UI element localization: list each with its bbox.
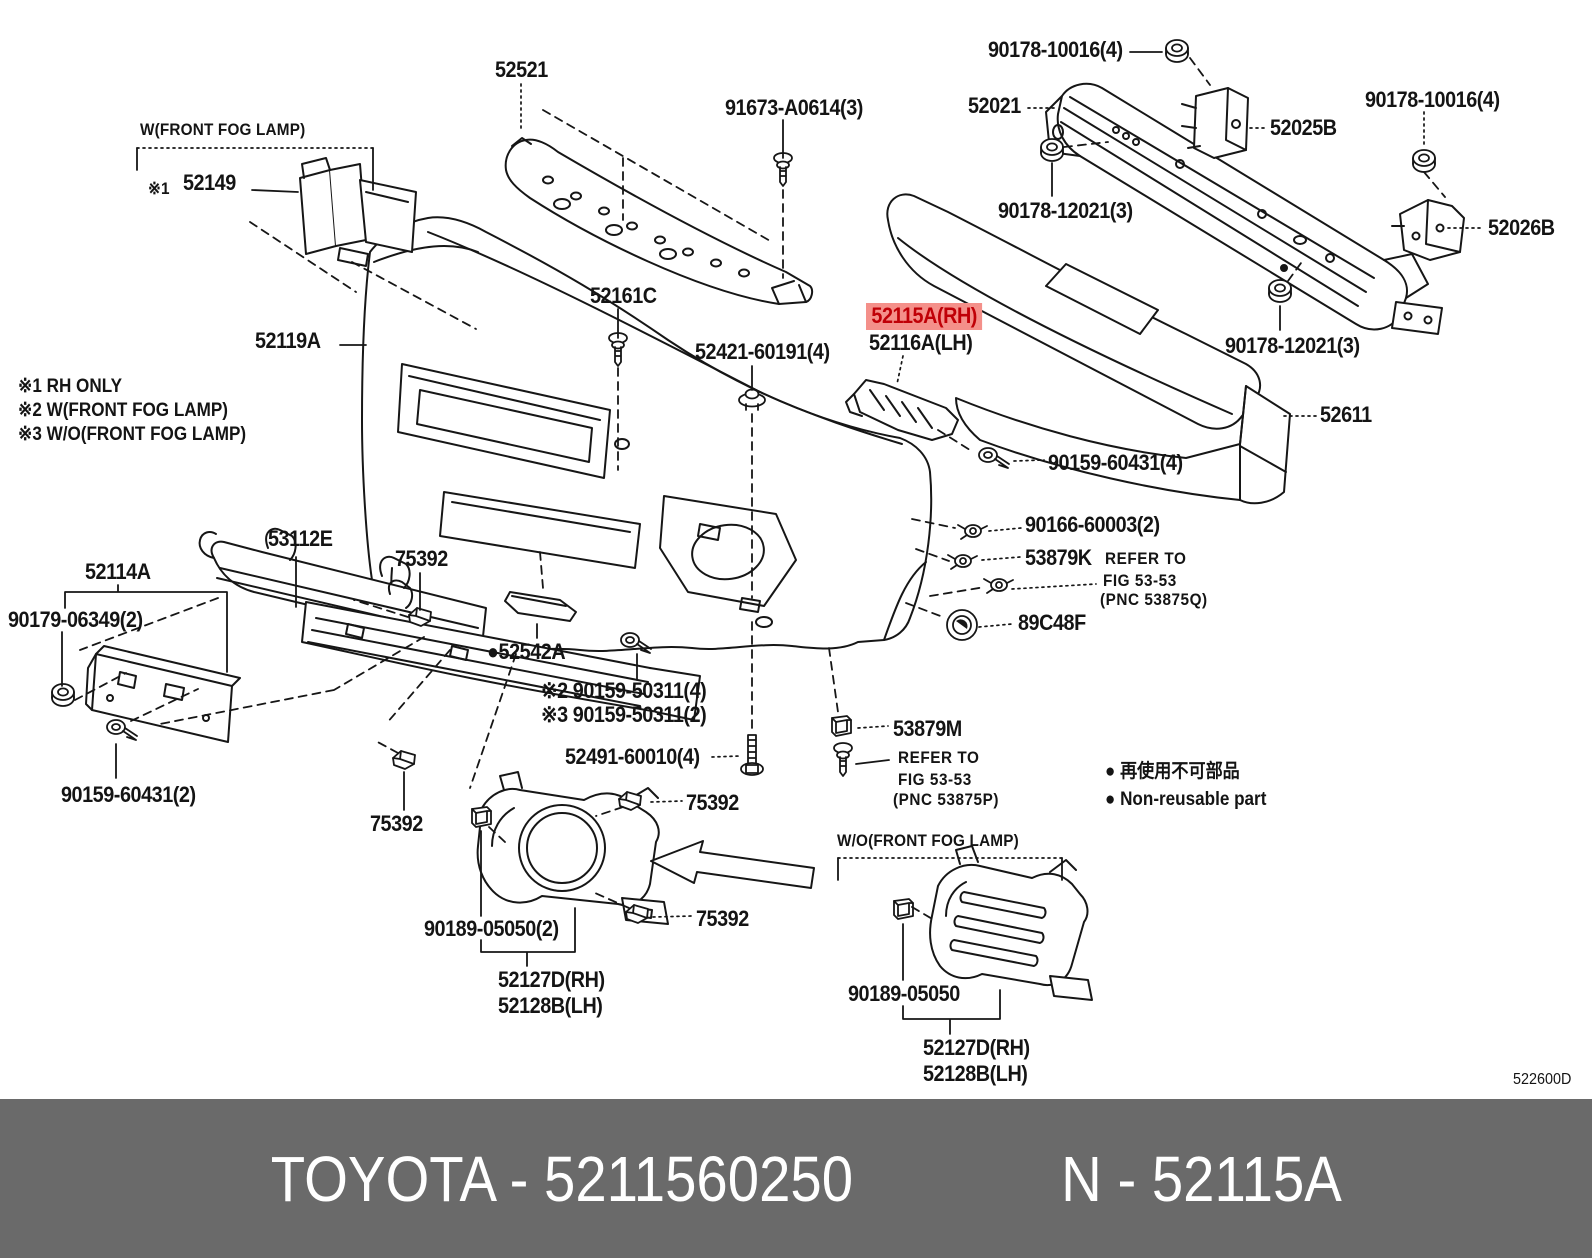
banner-part-number: TOYOTA - 5211560250 — [270, 1142, 853, 1215]
legend-non-reusable-jp: ● 再使用不可部品 — [1105, 761, 1240, 782]
label-w-front-fog-lamp: W(FRONT FOG LAMP) — [140, 120, 306, 139]
clip-90189-05050-left — [471, 806, 492, 828]
label-52128b-left[interactable]: 52128B(LH) — [498, 993, 603, 1018]
label-52542a[interactable]: ●52542A — [487, 639, 566, 664]
label-52421-60191[interactable]: 52421-60191(4) — [695, 339, 830, 364]
label-52026b[interactable]: 52026B — [1488, 215, 1555, 240]
label-52491-60010[interactable]: 52491-60010(4) — [565, 744, 700, 769]
part-number-banner: TOYOTA - 5211560250 N - 52115A — [0, 1099, 1592, 1258]
label-75392-1[interactable]: 75392 — [395, 546, 448, 571]
label-52116a-lh[interactable]: 52116A(LH) — [869, 330, 973, 355]
license-plate-bracket-52114a — [85, 645, 241, 743]
clip-75392-2 — [392, 750, 416, 770]
label-90159-60431-2[interactable]: 90159-60431(2) — [61, 782, 196, 807]
label-52161c[interactable]: 52161C — [590, 283, 657, 308]
label-90178-12021-upper[interactable]: 90178-12021(3) — [998, 198, 1133, 223]
label-90189-05050-2[interactable]: 90189-05050(2) — [424, 916, 559, 941]
label-wo-front-fog-lamp: W/O(FRONT FOG LAMP) — [837, 831, 1019, 850]
label-52025b[interactable]: 52025B — [1270, 115, 1337, 140]
clip-53879m — [831, 715, 852, 737]
screw-53879m-lower — [833, 742, 853, 777]
side-support-bracket-52115a — [845, 379, 959, 441]
clip-53879k-1 — [947, 554, 978, 570]
label-90166-60003[interactable]: 90166-60003(2) — [1025, 512, 1160, 537]
clip-53879k-2 — [983, 578, 1014, 594]
label-53879m[interactable]: 53879M — [893, 716, 962, 741]
fasteners — [51, 39, 1436, 924]
screw-90159-60431-2 — [106, 719, 138, 741]
label-ref1-mark: ※1 — [148, 179, 170, 198]
nut-90178-12021-lower — [1268, 279, 1292, 303]
dotted-leaders — [136, 83, 1485, 918]
grommet-52421 — [738, 388, 766, 411]
legend-non-reusable-en: ● Non-reusable part — [1105, 789, 1267, 810]
label-90189-05050[interactable]: 90189-05050 — [848, 981, 960, 1006]
clip-90166-60003 — [957, 524, 988, 540]
label-90179-06349[interactable]: 90179-06349(2) — [8, 607, 143, 632]
direction-arrow — [650, 840, 815, 889]
label-53879k[interactable]: 53879K — [1025, 545, 1092, 570]
label-90178-10016-top[interactable]: 90178-10016(4) — [988, 37, 1123, 62]
bolt-52491-60010 — [740, 734, 764, 776]
banner-pnc: N - 52115A — [1061, 1142, 1343, 1215]
label-52119a[interactable]: 52119A — [255, 328, 321, 353]
label-52114a[interactable]: 52114A — [85, 559, 151, 584]
nut-90178-12021-upper — [1040, 138, 1064, 162]
label-90159-60431-4[interactable]: 90159-60431(4) — [1048, 450, 1183, 475]
reinforcement-bar-52021 — [1045, 82, 1443, 335]
label-53879m-pnc: (PNC 53875P) — [893, 790, 999, 809]
label-53879m-refer: REFER TO — [898, 748, 980, 767]
label-52127d-right[interactable]: 52127D(RH) — [923, 1035, 1030, 1060]
label-52128b-right[interactable]: 52128B(LH) — [923, 1061, 1028, 1086]
label-75392-4[interactable]: 75392 — [696, 906, 749, 931]
bracket-52026b — [1391, 199, 1465, 261]
fog-lamp-bracket-52149 — [299, 157, 417, 267]
label-52115a-rh[interactable]: 52115A(RH) — [866, 303, 983, 330]
note-wo-fog: ※3 W/O(FRONT FOG LAMP) — [18, 424, 247, 445]
label-52611[interactable]: 52611 — [1320, 402, 1372, 427]
energy-absorber-foam-52611 — [955, 385, 1291, 505]
dashed-lines — [74, 57, 1446, 921]
label-75392-3[interactable]: 75392 — [686, 790, 739, 815]
label-53879k-fig: FIG 53-53 — [1103, 571, 1177, 590]
label-53112e[interactable]: 53112E — [268, 526, 333, 551]
upper-retainer-52521 — [504, 137, 814, 305]
label-53879m-fig: FIG 53-53 — [898, 770, 972, 789]
clip-90189-05050-right — [893, 898, 914, 920]
label-90159-50311-4[interactable]: ※2 90159-50311(4) — [541, 678, 707, 703]
label-90178-12021-lower[interactable]: 90178-12021(3) — [1225, 333, 1360, 358]
cover-strip-52542a — [504, 591, 577, 622]
nut-90178-10016-top — [1165, 39, 1189, 63]
solid-leaders — [61, 51, 1281, 1035]
label-52127d-left[interactable]: 52127D(RH) — [498, 967, 605, 992]
absorber-pad — [886, 193, 1262, 430]
label-89c48f[interactable]: 89C48F — [1018, 610, 1086, 635]
label-91673-a0614[interactable]: 91673-A0614(3) — [725, 95, 863, 120]
label-53879k-refer: REFER TO — [1105, 549, 1187, 568]
nut-90178-10016-right — [1412, 149, 1436, 173]
label-90159-50311-2[interactable]: ※3 90159-50311(2) — [541, 702, 707, 727]
fog-lamp-cover-rh-wo — [929, 845, 1093, 1001]
label-52521[interactable]: 52521 — [495, 57, 548, 82]
label-52021[interactable]: 52021 — [968, 93, 1021, 118]
note-rh-only: ※1 RH ONLY — [18, 376, 122, 397]
note-w-fog: ※2 W(FRONT FOG LAMP) — [18, 400, 229, 421]
label-75392-2[interactable]: 75392 — [370, 811, 423, 836]
screw-90159-60431-4 — [978, 447, 1010, 469]
diagram-code: 522600D — [1513, 1071, 1572, 1088]
label-53879k-pnc: (PNC 53875Q) — [1100, 590, 1208, 609]
label-52149[interactable]: 52149 — [183, 170, 236, 195]
grommet-89c48f — [946, 609, 978, 641]
label-90178-10016-right[interactable]: 90178-10016(4) — [1365, 87, 1500, 112]
bracket-52025b — [1181, 87, 1249, 159]
nut-90179-06349 — [51, 683, 75, 707]
